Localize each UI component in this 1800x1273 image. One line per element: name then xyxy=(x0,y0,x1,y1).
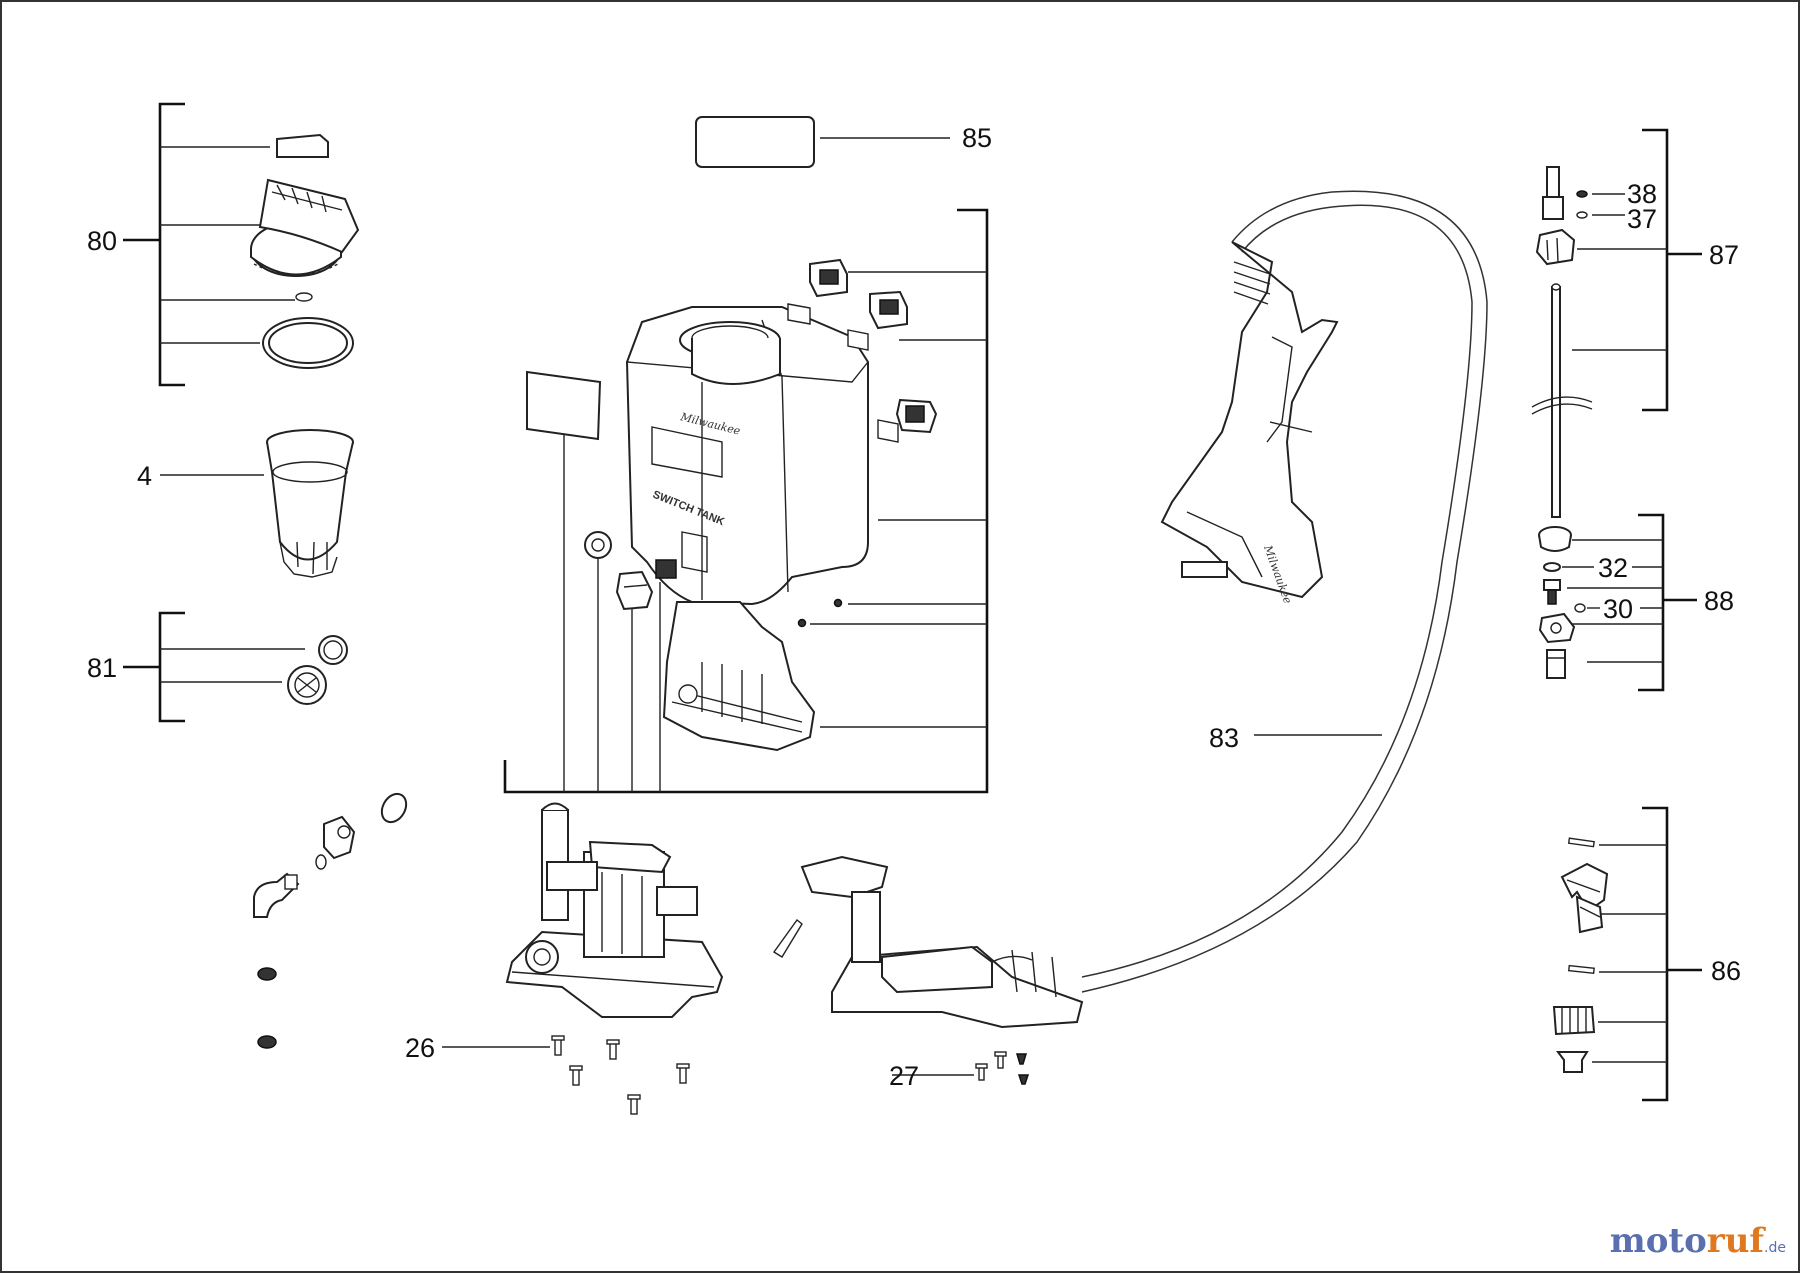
tank-vent-grille xyxy=(655,559,677,579)
part-number-32: 32 xyxy=(1598,553,1628,583)
watermark-part-a: moto xyxy=(1609,1221,1707,1261)
bracket-86 xyxy=(1642,806,1669,1102)
tank-lid xyxy=(250,178,360,277)
screw-26b xyxy=(606,1039,620,1060)
bracket-87 xyxy=(1642,128,1669,412)
washer-2 xyxy=(257,1035,277,1049)
pad-1 xyxy=(787,303,811,325)
screw-26c xyxy=(569,1065,583,1086)
nozzle-nut xyxy=(1535,228,1576,266)
screw-27d xyxy=(1017,1074,1030,1085)
tank-base-shroud xyxy=(662,601,816,752)
lid-label-tag xyxy=(276,133,329,158)
tank-assembly: Milwaukee SWITCH TANK xyxy=(503,208,989,794)
part-group-4: 4 xyxy=(137,429,354,578)
part-group-87: 87 38 37 xyxy=(1531,128,1739,518)
part-number-83: 83 xyxy=(1209,723,1239,753)
screw-26e xyxy=(627,1094,641,1115)
bracket-80 xyxy=(158,102,185,387)
part-number-27: 27 xyxy=(889,1061,919,1091)
part-number-30: 30 xyxy=(1603,594,1633,624)
pad-3 xyxy=(877,419,899,443)
pump-port xyxy=(525,940,559,974)
lid-o-ring xyxy=(262,317,354,369)
motoruf-watermark: motoruf.de xyxy=(1610,1221,1786,1261)
hose-connector-base xyxy=(800,855,1084,1029)
pin-1 xyxy=(1567,837,1595,848)
spray-hose xyxy=(1081,190,1488,993)
part-number-86: 86 xyxy=(1711,956,1741,986)
pad-2 xyxy=(847,329,869,351)
watermark-part-b: ruf xyxy=(1706,1221,1765,1261)
nozzle-tip xyxy=(1542,166,1564,220)
screws-26: 26 xyxy=(405,1033,690,1115)
screw-27b xyxy=(994,1051,1007,1069)
o-ring-32 xyxy=(1543,562,1561,572)
tank-clip xyxy=(615,570,654,611)
part-number-38: 38 xyxy=(1627,179,1657,209)
hose-sleeve xyxy=(1556,1051,1589,1073)
washer-1 xyxy=(257,967,277,981)
tank-ball-2 xyxy=(797,618,807,628)
latch-side xyxy=(895,398,938,434)
tank-ball-1 xyxy=(833,598,843,608)
part-number-81: 81 xyxy=(87,653,117,683)
lid-valve-seal xyxy=(295,292,313,302)
o-ring-large xyxy=(380,792,408,824)
part-number-85: 85 xyxy=(962,123,992,153)
nozzle-nut-hex xyxy=(1538,612,1576,644)
filter-cap xyxy=(287,665,327,705)
watermark-tld: .de xyxy=(1764,1240,1786,1256)
strainer-basket xyxy=(266,429,354,578)
threaded-collar xyxy=(1552,1006,1596,1036)
filter-cap-ring xyxy=(318,635,348,665)
latch-top-1 xyxy=(809,258,848,298)
part-number-87: 87 xyxy=(1709,240,1739,270)
nozzle-sleeve xyxy=(1546,649,1566,679)
drain-plug xyxy=(584,531,612,559)
screw-26a xyxy=(551,1035,565,1056)
elbow-fitting xyxy=(253,872,300,918)
seal-30 xyxy=(1574,603,1586,613)
part-group-80: 80 xyxy=(87,102,360,387)
part-group-81: 81 xyxy=(87,611,348,723)
screws-27: 27 xyxy=(889,1051,1030,1091)
spray-wand-handle: Milwaukee xyxy=(1160,241,1339,606)
nozzle-cap xyxy=(1538,526,1572,552)
part-group-88: 32 30 88 xyxy=(1538,513,1734,692)
nozzle-stem xyxy=(1543,579,1561,605)
pin-2 xyxy=(1567,964,1595,975)
part-number-4: 4 xyxy=(137,461,152,491)
part-number-80: 80 xyxy=(87,226,117,256)
screw-27c xyxy=(1015,1053,1028,1065)
tank-bracket xyxy=(503,208,989,794)
bracket-81 xyxy=(158,611,185,723)
spray-tank-body: Milwaukee SWITCH TANK xyxy=(625,306,869,606)
bracket-88 xyxy=(1638,513,1665,692)
o-ring-small xyxy=(315,854,327,870)
tank-label-sticker xyxy=(526,370,602,441)
seal-38 xyxy=(1576,190,1588,198)
part-group-85: 85 xyxy=(695,116,992,168)
screw-27a xyxy=(975,1063,988,1081)
part-group-86: 86 xyxy=(1552,806,1741,1102)
part-number-37: 37 xyxy=(1627,204,1657,234)
left-fittings xyxy=(253,792,408,1049)
part-number-88: 88 xyxy=(1704,586,1734,616)
elbow-hose-fitting xyxy=(1560,862,1609,934)
tank-decal-plate xyxy=(695,116,815,168)
pump-assembly xyxy=(505,802,724,1018)
spring-clip xyxy=(772,918,803,958)
part-number-26: 26 xyxy=(405,1033,435,1063)
seal-37 xyxy=(1576,211,1588,219)
latch-top-2 xyxy=(869,290,908,330)
screw-26d xyxy=(676,1063,690,1084)
spray-wand-rod xyxy=(1531,283,1593,518)
plug-fitting xyxy=(323,815,356,860)
